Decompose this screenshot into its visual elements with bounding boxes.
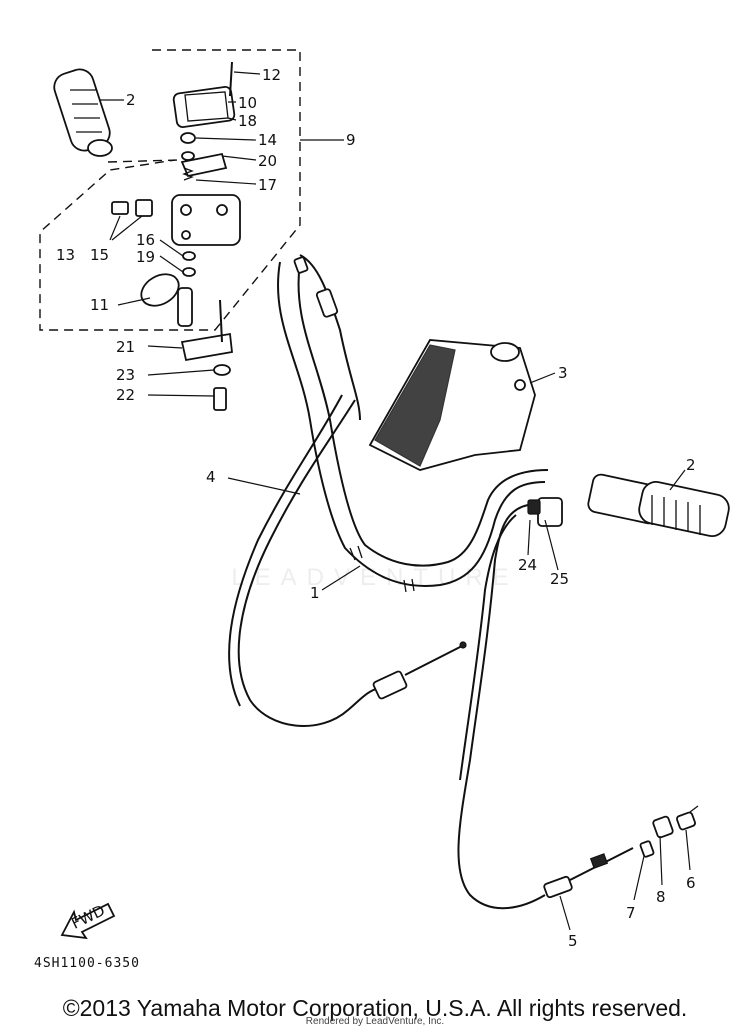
- callout-labels: 12 2 10 18 14 9 20 17 13 15 16 19 11 21 …: [56, 66, 696, 950]
- callout-7: 7: [626, 904, 636, 922]
- callout-11: 11: [90, 296, 109, 314]
- callout-2-right-grip: 2: [686, 456, 696, 474]
- assembly-boundary-link: [107, 159, 179, 163]
- cable-adjuster-parts[interactable]: [639, 805, 699, 858]
- throttle-cable[interactable]: [228, 254, 467, 727]
- parts-diagram: FWD 12 2 10 18 14 9 20 17 13 15 16 19 11…: [39, 49, 732, 950]
- callout-24: 24: [518, 556, 537, 574]
- leader-lines: [100, 71, 691, 931]
- copyright-notice: ©2013 Yamaha Motor Corporation, U.S.A. A…: [62, 995, 688, 1021]
- callout-8: 8: [656, 888, 666, 906]
- callout-15: 15: [90, 246, 109, 264]
- callout-6: 6: [686, 874, 696, 892]
- callout-14: 14: [258, 131, 277, 149]
- rendered-by-credit: Rendered by LeadVenture, Inc.: [305, 1016, 445, 1027]
- callout-3: 3: [558, 364, 568, 382]
- handlebar-cover[interactable]: [368, 339, 536, 471]
- callout-23: 23: [116, 366, 135, 384]
- callout-10: 10: [238, 94, 257, 112]
- fwd-arrow-icon: FWD: [60, 901, 116, 940]
- callout-16: 16: [136, 231, 155, 249]
- switch-assembly[interactable]: [111, 61, 241, 411]
- assembly-boundary: [39, 49, 301, 331]
- callout-9: 9: [346, 131, 356, 149]
- callout-4: 4: [206, 468, 216, 486]
- callout-19: 19: [136, 248, 155, 266]
- handlebar[interactable]: [276, 261, 549, 593]
- diagram-code: 4SH1100-6350: [34, 956, 140, 971]
- callout-2-left-grip: 2: [126, 91, 136, 109]
- callout-12: 12: [262, 66, 281, 84]
- callout-17: 17: [258, 176, 277, 194]
- control-cable[interactable]: [457, 504, 634, 910]
- callout-18: 18: [238, 112, 257, 130]
- callout-5: 5: [568, 932, 578, 950]
- right-grip[interactable]: [587, 473, 732, 539]
- callout-13: 13: [56, 246, 75, 264]
- callout-21: 21: [116, 338, 135, 356]
- callout-20: 20: [258, 152, 277, 170]
- callout-22: 22: [116, 386, 135, 404]
- throttle-housing[interactable]: [527, 497, 563, 527]
- left-grip[interactable]: [51, 66, 114, 157]
- callout-1: 1: [310, 584, 320, 602]
- callout-25: 25: [550, 570, 569, 588]
